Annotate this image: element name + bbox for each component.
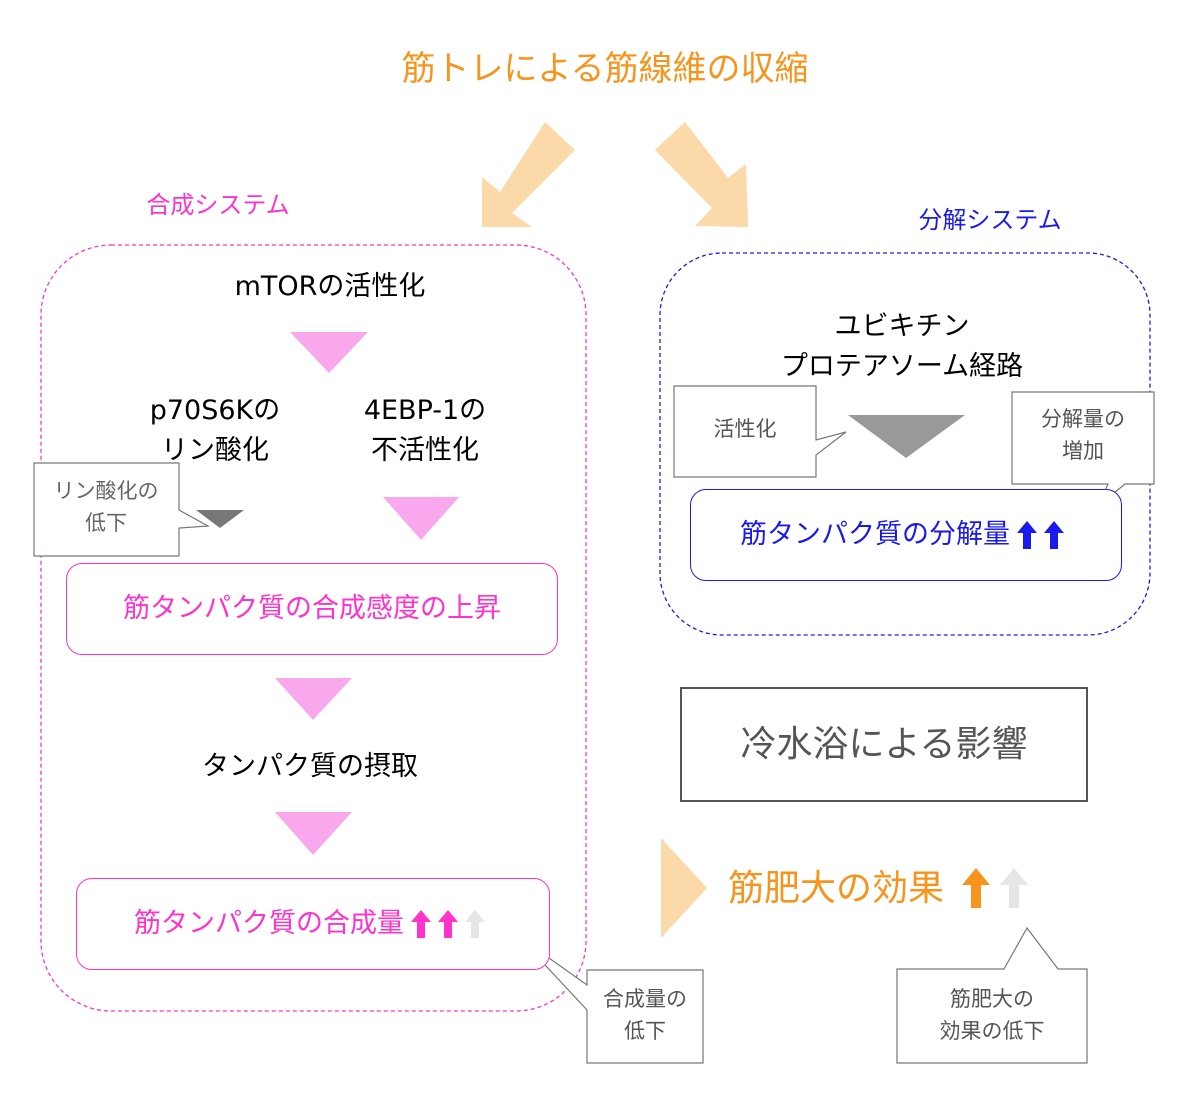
callout-increase-line2: 増加 [1062, 439, 1104, 463]
protein-intake: タンパク質の摂取 [202, 751, 418, 782]
sensitivity-text: 筋タンパク質の合成感度の上昇 [123, 593, 501, 625]
hypertrophy-row: 筋肥大の効果 [728, 862, 1034, 914]
up-arrow-1-icon [411, 910, 431, 938]
callout-increase-line1: 分解量の [1041, 407, 1125, 431]
callout-hypertrophy-line2: 効果の低下 [939, 1019, 1045, 1043]
sensitivity-box: 筋タンパク質の合成感度の上昇 [66, 563, 558, 655]
callout-phos-line2: 低下 [85, 511, 127, 535]
callout-activation-text: 活性化 [713, 417, 777, 441]
up-arrow-orange-icon [962, 868, 991, 908]
down-arrow-p70-reduced-icon [196, 510, 244, 528]
hypertrophy-text: 筋肥大の効果 [728, 867, 945, 909]
up-arrow-faint-icon [1000, 868, 1029, 908]
callout-phos-reduced-shape [33, 462, 211, 557]
degradation-label: 分解システム [918, 206, 1062, 234]
down-arrow-intake-icon [275, 812, 352, 855]
callout-synth-line1: 合成量の [603, 987, 687, 1011]
callout-hypertrophy-reduced-shape [896, 926, 1088, 1064]
degradation-container [659, 252, 1151, 636]
up-arrow-blue-1-icon [1017, 521, 1037, 549]
callout-hypertrophy-line1: 筋肥大の [950, 987, 1034, 1011]
ebp-line1: 4EBP-1の [363, 395, 487, 426]
right-arrow-effect-icon [661, 838, 707, 938]
hypertrophy-arrows-icon [962, 868, 1029, 908]
p70-line2: リン酸化 [161, 435, 269, 466]
down-arrow-sensitivity-icon [275, 678, 352, 720]
ubiquitin-line1: ユビキチン [834, 311, 970, 342]
synthesis-label: 合成システム [146, 191, 290, 219]
synthesis-container [40, 244, 587, 1012]
up-arrow-blue-2-icon [1044, 521, 1064, 549]
ubiquitin-line2: プロテアソーム経路 [780, 351, 1024, 382]
cold-bath-box: 冷水浴による影響 [680, 687, 1088, 802]
degradation-arrows-icon [1017, 521, 1064, 549]
callout-synth-line2: 低下 [624, 1019, 666, 1043]
degradation-amount-box: 筋タンパク質の分解量 [690, 489, 1122, 581]
down-arrow-ubiquitin-icon [848, 415, 965, 458]
synthesis-amount-box: 筋タンパク質の合成量 [76, 878, 550, 970]
cold-bath-text: 冷水浴による影響 [740, 724, 1028, 765]
synthesis-arrows-icon [411, 910, 485, 938]
diagram-title: 筋トレによる筋線維の収縮 [401, 49, 809, 89]
callout-activation-shape [673, 385, 847, 478]
down-arrow-4ebp-icon [383, 497, 459, 540]
callout-synth-reduced-shape [517, 935, 704, 1064]
down-arrow-mtor-icon [290, 332, 368, 373]
callout-phos-line1: リン酸化の [53, 479, 159, 503]
degradation-amount-text: 筋タンパク質の分解量 [740, 519, 1010, 551]
ebp-line2: 不活性化 [371, 435, 479, 466]
synthesis-amount-text: 筋タンパク質の合成量 [134, 908, 404, 940]
up-arrow-3-faint-icon [465, 910, 485, 938]
arrow-to-synthesis-icon [482, 122, 575, 227]
up-arrow-2-icon [438, 910, 458, 938]
arrow-to-degradation-icon [655, 122, 748, 227]
p70-line1: p70S6Kの [149, 395, 281, 426]
mtor-activation: mTORの活性化 [234, 271, 426, 302]
